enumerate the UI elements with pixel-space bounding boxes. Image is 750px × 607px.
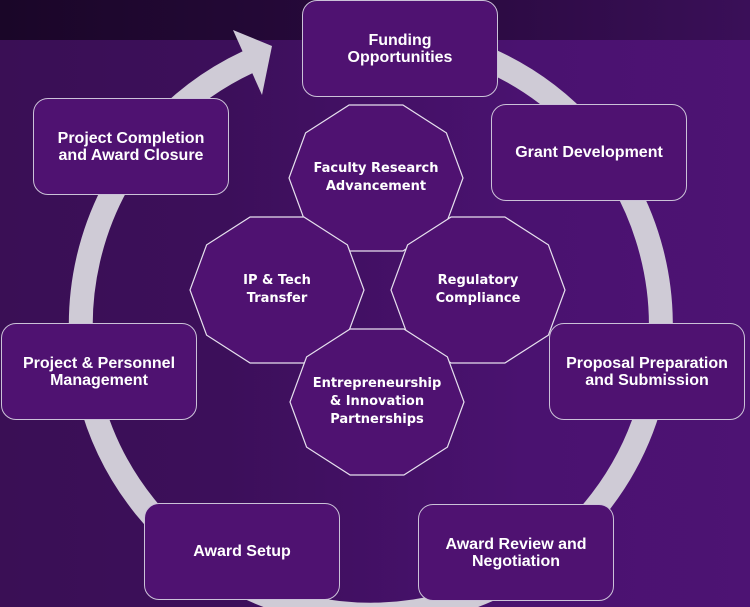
stage-project-completion: Project Completion and Award Closure <box>33 98 229 195</box>
stage-label: Project & Personnel Management <box>22 354 176 389</box>
stage-funding-opportunities: Funding Opportunities <box>302 0 498 97</box>
stage-label: Funding Opportunities <box>347 31 453 66</box>
stage-award-setup: Award Setup <box>144 503 340 600</box>
stage-grant-development: Grant Development <box>491 104 687 201</box>
stage-label: Award Setup <box>193 543 291 560</box>
stage-label: Proposal Preparation and Submission <box>566 354 728 389</box>
center-regulatory-compliance: Regulatory Compliance <box>435 273 521 306</box>
stage-label: Project Completion and Award Closure <box>57 129 205 164</box>
stage-label: Award Review and Negotiation <box>445 535 587 570</box>
cycle-ring-arrow <box>68 48 673 607</box>
stage-label: Grant Development <box>515 144 663 161</box>
stage-proposal-preparation: Proposal Preparation and Submission <box>549 323 745 420</box>
center-ip-tech-transfer: IP & Tech Transfer <box>243 273 311 306</box>
arrow-head-icon <box>233 30 272 95</box>
decagon-regulatory <box>390 216 566 364</box>
stage-award-review: Award Review and Negotiation <box>418 504 614 601</box>
center-entrepreneurship: Entrepreneurship & Innovation Partnershi… <box>312 376 442 427</box>
stage-project-personnel: Project & Personnel Management <box>1 323 197 420</box>
center-faculty-research: Faculty Research Advancement <box>313 161 439 194</box>
decagon-entre <box>289 328 465 476</box>
